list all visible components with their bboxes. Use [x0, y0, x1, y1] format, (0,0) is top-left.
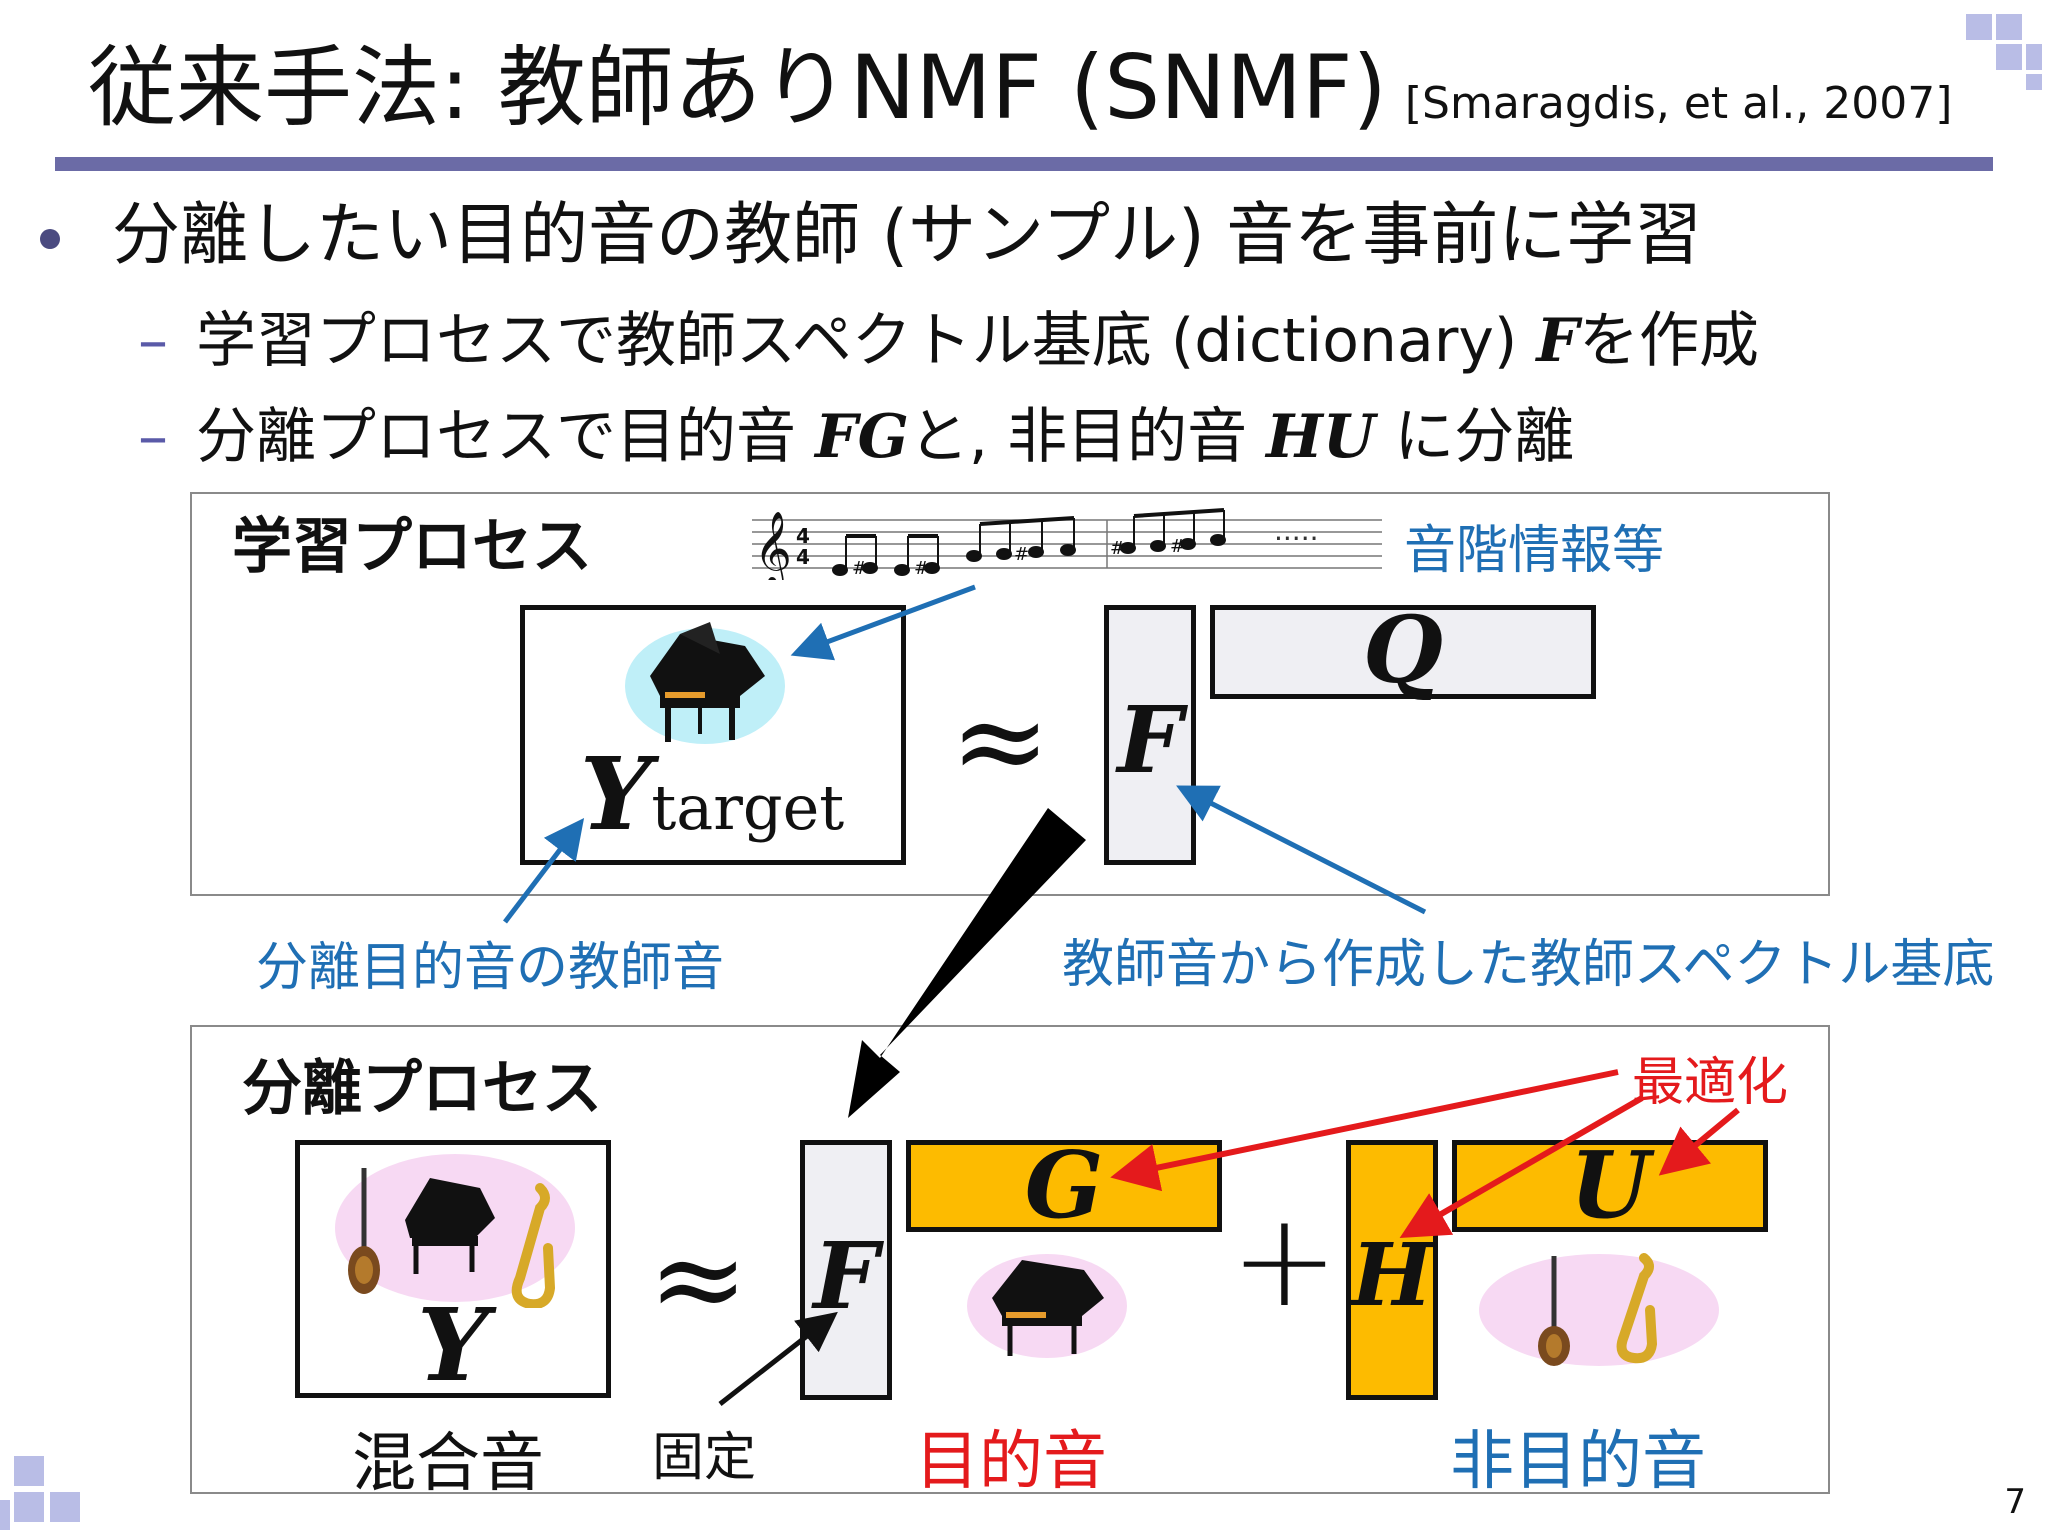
slide-title-text: 従来手法: 教師ありNMF (SNMF) [88, 36, 1387, 139]
g-label: G [1024, 1131, 1104, 1239]
target-piano-icon [967, 1254, 1127, 1358]
matrix-q [1210, 605, 1596, 699]
matrix-y [295, 1140, 611, 1398]
title-rule [55, 157, 1993, 171]
target-label: 目的音 [915, 1425, 1107, 1499]
svg-text:#: # [914, 558, 929, 579]
y-main: Y [580, 735, 652, 853]
corner-square [14, 1456, 44, 1486]
svg-text:#: # [1014, 544, 1029, 565]
corner-square [2026, 74, 2042, 90]
score-dots: ····· [1274, 522, 1319, 555]
sub1-math: F [1536, 306, 1579, 376]
bullet-dot [40, 229, 60, 250]
svg-text:4: 4 [796, 524, 810, 548]
dash-icon: – [138, 306, 168, 376]
separation-title: 分離プロセス [242, 1054, 602, 1124]
mix-label: 混合音 [352, 1427, 544, 1501]
nontarget-instruments-icon [1479, 1253, 1719, 1366]
basis-label: 教師音から作成した教師スペクトル基底 [1062, 935, 1995, 995]
optimize-label: 最適化 [1632, 1053, 1789, 1113]
score-label: 音階情報等 [1404, 521, 1665, 581]
sub2-post: に分離 [1394, 402, 1575, 472]
h-label: H [1351, 1225, 1433, 1326]
q-label: Q [1362, 596, 1444, 704]
matrix-f-learning [1104, 605, 1196, 865]
slide-title: 従来手法: 教師ありNMF (SNMF) [Smaragdis, et al., … [88, 28, 1952, 164]
fixed-label: 固定 [652, 1428, 757, 1488]
page-number: 7 [2004, 1482, 2026, 1522]
corner-square [1996, 44, 2022, 70]
sub2-pre: 分離プロセスで目的音 [196, 402, 796, 472]
u-label: U [1569, 1131, 1651, 1239]
corner-square [0, 1500, 10, 1530]
sub-bullet-2: –分離プロセスで目的音 FGと, 非目的音 HU に分離 [138, 396, 1574, 478]
sub2-mid: と, 非目的音 [908, 402, 1248, 472]
sub1-post: を作成 [1579, 306, 1759, 376]
svg-text:#: # [852, 558, 867, 579]
svg-text:4: 4 [796, 545, 810, 569]
dash-icon: – [138, 402, 168, 472]
learning-title: 学習プロセス [232, 512, 592, 582]
teacher-label: 分離目的音の教師音 [256, 938, 725, 998]
approx-symbol: ≈ [950, 672, 1051, 811]
corner-square [14, 1492, 44, 1522]
reference: [Smaragdis, et al., 2007] [1404, 78, 1953, 129]
sub1-pre: 学習プロセスで教師スペクトル基底 (dictionary) [196, 306, 1518, 376]
matrix-y-target [520, 605, 906, 865]
bullet-text: 分離したい目的音の教師 (サンプル) 音を事前に学習 [112, 196, 1703, 275]
mixture-instruments-icon [335, 1154, 575, 1308]
score-icon: 𝄞 4 4 # # # # # [752, 508, 1382, 580]
y-sub: target [651, 771, 845, 844]
sub-bullet-1: –学習プロセスで教師スペクトル基底 (dictionary) Fを作成 [138, 300, 1759, 382]
sub2-math-hu: HU [1266, 402, 1376, 472]
f-label-learning: F [1117, 686, 1183, 794]
y-target-label: Ytarget [580, 735, 844, 853]
svg-text:𝄞: 𝄞 [754, 512, 792, 580]
corner-square [2026, 44, 2042, 70]
y-label: Y [417, 1286, 489, 1404]
nontarget-label: 非目的音 [1450, 1425, 1706, 1499]
corner-square [50, 1492, 80, 1522]
sub2-math-fg: FG [815, 402, 909, 472]
svg-text:#: # [1170, 536, 1185, 557]
approx-symbol-2: ≈ [648, 1210, 749, 1349]
corner-square [1996, 14, 2022, 40]
piano-icon [625, 622, 785, 744]
f-label-separation: F [813, 1222, 879, 1330]
svg-text:#: # [1110, 538, 1125, 559]
plus-symbol: + [1230, 1184, 1339, 1336]
corner-square [1966, 14, 1992, 40]
bullet-main: 分離したい目的音の教師 (サンプル) 音を事前に学習 [40, 186, 1702, 286]
